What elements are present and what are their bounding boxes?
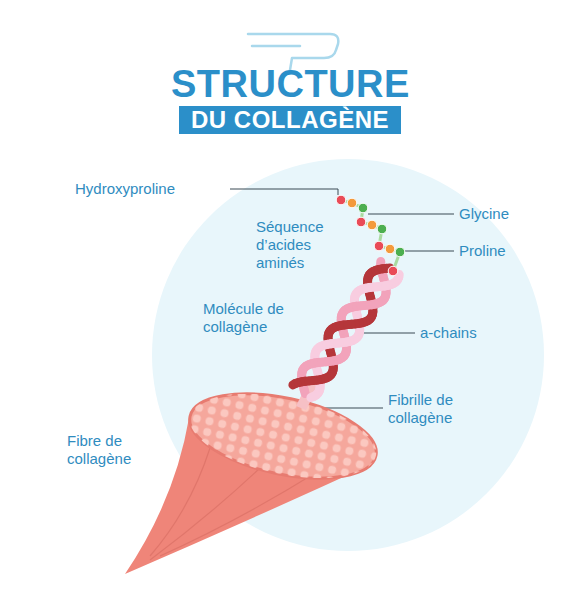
amino-acid: [347, 198, 357, 208]
fibril-ends: [180, 380, 390, 490]
title: STRUCTURE: [171, 64, 410, 104]
amino-acid: [377, 224, 387, 234]
title-band: DU COLLAGÈNE: [179, 106, 401, 134]
fibril-stub: [296, 382, 318, 410]
amino-acid: [336, 195, 346, 205]
amino-acid-sequence: [336, 195, 405, 276]
alpha-chain-segment: [373, 282, 377, 291]
alpha-chain-segment: [309, 376, 313, 385]
alpha-chain-segment: [311, 396, 314, 397]
amino-acid: [356, 217, 366, 227]
amino-acid: [367, 220, 377, 230]
triple-helix: [293, 262, 399, 398]
leader-lines: [230, 189, 454, 408]
part-label: a-chains: [420, 324, 477, 342]
part-label: Proline: [459, 242, 506, 260]
leader-line: [398, 251, 454, 252]
part-label: Fibre de collagène: [67, 432, 155, 468]
alpha-chain-segment: [360, 301, 364, 310]
part-label: Fibrille de collagène: [388, 391, 480, 427]
amino-acid: [374, 241, 384, 251]
subtitle: DU COLLAGÈNE: [191, 106, 389, 134]
part-label: Molécule de collagène: [203, 300, 295, 336]
leader-line: [360, 333, 415, 334]
leader-line: [368, 214, 454, 215]
amino-acid: [395, 247, 405, 257]
part-label: Séquence d’acides aminés: [256, 218, 338, 272]
amino-acid: [388, 266, 398, 276]
alpha-chain-segment: [348, 320, 352, 329]
part-label: Glycine: [459, 205, 509, 223]
alpha-chain-segment: [335, 339, 339, 348]
amino-acid: [385, 244, 395, 254]
part-label: Hydroxyproline: [75, 180, 175, 198]
amino-acid: [358, 203, 368, 213]
alpha-chain-segment: [322, 357, 326, 366]
leader-line: [230, 189, 338, 195]
